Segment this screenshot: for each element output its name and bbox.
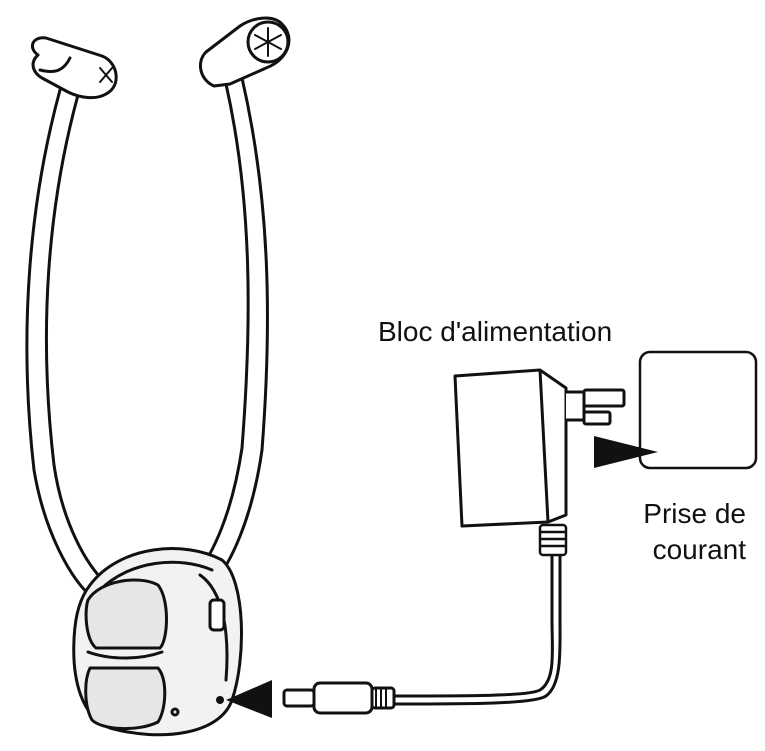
wall-outlet-icon xyxy=(638,350,758,470)
outlet-label-line1: Prise de xyxy=(643,498,746,529)
dc-plug-icon xyxy=(282,681,396,715)
power-adapter-label: Bloc d'alimentation xyxy=(378,316,613,347)
receiver-body-icon xyxy=(72,547,243,737)
left-ear-tube xyxy=(25,88,97,602)
strain-relief-icon xyxy=(538,523,568,557)
headset-icon xyxy=(25,16,291,737)
arrow-to-headset-jack-icon xyxy=(226,680,272,718)
outlet-label-line2: courant xyxy=(652,534,746,565)
right-earbud-icon xyxy=(198,16,291,88)
left-earbud-icon xyxy=(30,36,118,100)
outlet-label: Prise de courant xyxy=(626,496,746,568)
power-adapter-icon xyxy=(453,368,626,528)
power-cable xyxy=(393,545,554,698)
volume-down-button-icon xyxy=(84,666,167,731)
volume-up-button-icon xyxy=(84,578,168,650)
arrow-to-outlet-icon xyxy=(594,436,658,468)
right-ear-tube xyxy=(210,76,269,587)
